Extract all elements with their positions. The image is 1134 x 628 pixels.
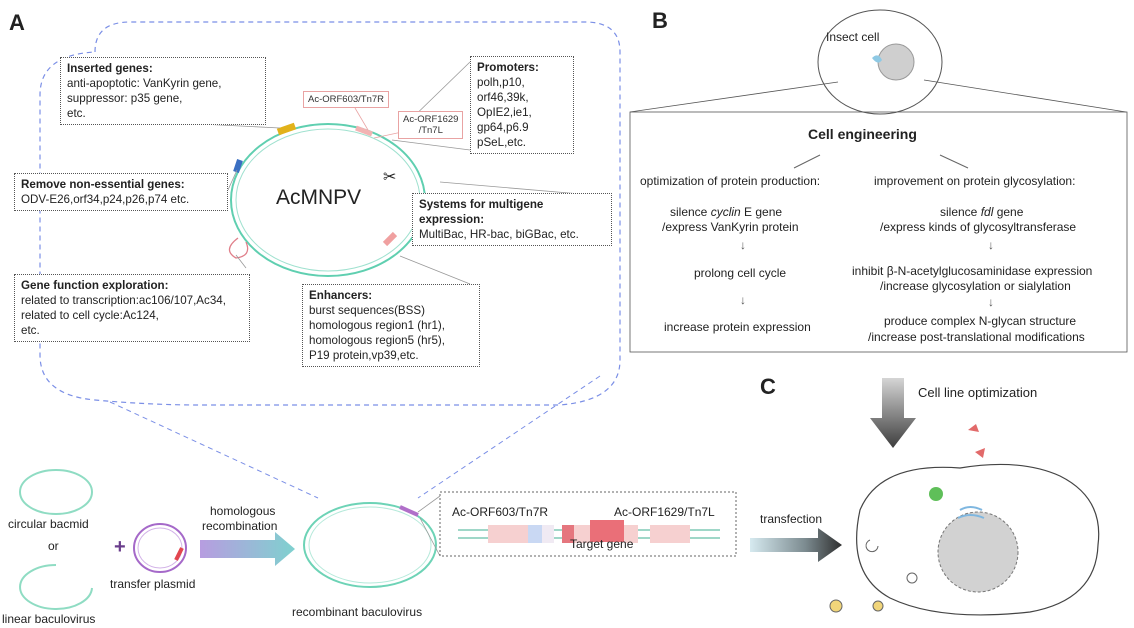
gene-function-line: related to cell cycle:Ac124, (21, 309, 159, 322)
left-step-1b: /express VanKyrin protein (662, 220, 799, 234)
promoters-line: orf46,39k, (477, 91, 529, 104)
transfer-plasmid-icon (133, 523, 187, 573)
enhancers-box: Enhancers: burst sequences(BSS) homologo… (302, 284, 480, 367)
left-arrow-2: ↓ (740, 293, 746, 307)
remove-genes-title: Remove non-essential genes: (21, 178, 185, 191)
right-step-3a: produce complex N-glycan structure (884, 314, 1077, 328)
gene-function-line: etc. (21, 324, 40, 337)
enhancers-title: Enhancers: (309, 289, 373, 302)
target-orf1629-label: Ac-ORF1629/Tn7L (614, 505, 715, 519)
multigene-line: MultiBac, HR-bac, biGBac, etc. (419, 228, 579, 241)
inserted-genes-line: anti-apoptotic: VanKyrin gene, (67, 77, 222, 90)
orf1629-line2: /Tn7L (418, 125, 443, 136)
inserted-genes-box: Inserted genes: anti-apoptotic: VanKyrin… (60, 57, 266, 125)
multigene-box: Systems for multigene expression: MultiB… (412, 193, 612, 246)
transfer-plasmid-label: transfer plasmid (110, 577, 196, 591)
target-map-box (439, 491, 737, 557)
left-step-3: increase protein expression (664, 320, 811, 334)
promoters-line: pSeL,etc. (477, 136, 526, 149)
promoters-line: OpIE2,ie1, (477, 106, 532, 119)
right-step-1a-text: silence (940, 205, 981, 219)
promoters-title: Promoters: (477, 61, 539, 74)
enhancers-line: homologous region1 (hr1), (309, 319, 445, 332)
linear-baculovirus-label: linear baculovirus (2, 612, 96, 626)
scissors-icon: ✂ (383, 167, 396, 186)
gene-function-box: Gene function exploration: related to tr… (14, 274, 250, 342)
or-label: or (48, 539, 59, 553)
panel-label-b: B (652, 8, 668, 33)
enhancers-line: P19 protein,vp39,etc. (309, 349, 419, 362)
left-arrow-1: ↓ (740, 238, 746, 252)
yellow-marker (276, 122, 297, 136)
target-gene-label: Target gene (570, 537, 634, 551)
promoters-line: gp64,p6.9 (477, 121, 529, 134)
inserted-genes-line: suppressor: p35 gene, (67, 92, 183, 105)
homologous-arrow (200, 532, 295, 566)
multigene-title: Systems for multigene (419, 198, 544, 211)
inserted-genes-title: Inserted genes: (67, 62, 153, 75)
right-step-1b: /express kinds of glycosyltransferase (880, 220, 1077, 234)
plus-sign: + (114, 536, 126, 558)
enhancers-line: burst sequences(BSS) (309, 304, 425, 317)
transfection-arrow (750, 528, 842, 562)
homologous-label-1: homologous (210, 504, 276, 518)
right-arrow-1: ↓ (988, 238, 994, 252)
dash-connector-left (109, 401, 319, 499)
right-step-1a: silence fdl gene (940, 205, 1023, 219)
cell-line-optimization-label: Cell line optimization (918, 385, 1038, 400)
multigene-title: expression: (419, 213, 485, 226)
remove-genes-box: Remove non-essential genes: ODV-E26,orf3… (14, 173, 228, 211)
recombinant-label: recombinant baculovirus (292, 605, 423, 619)
left-step-1a-gene: cyclin (710, 205, 741, 219)
pink-marker (382, 231, 398, 247)
circular-bacmid-icon (19, 469, 93, 515)
cell-engineering-box (629, 111, 1128, 353)
right-step-2a: inhibit β-N-acetylglucosaminidase expres… (852, 264, 1093, 278)
promoter-marker (355, 125, 373, 137)
inserted-genes-line: etc. (67, 107, 86, 120)
recombinant-ring-outer (303, 502, 437, 588)
engineered-cell-icon (856, 463, 1100, 616)
orf1629-line1: Ac-ORF1629 (403, 114, 459, 125)
target-orf603-label: Ac-ORF603/Tn7R (452, 505, 549, 519)
promoters-line: polh,p10, (477, 76, 525, 89)
gene-function-line: related to transcription:ac106/107,Ac34, (21, 294, 226, 307)
orf1629-label: Ac-ORF1629 /Tn7L (398, 111, 464, 139)
orf603-label: Ac-ORF603/Tn7R (303, 91, 390, 108)
cell-engineering-title: Cell engineering (808, 126, 917, 142)
insect-cell-icon (817, 9, 943, 115)
linear-baculovirus-icon (19, 564, 93, 610)
panel-label-c: C (760, 374, 776, 399)
insect-cell-label: Insect cell (826, 30, 880, 44)
left-step-2: prolong cell cycle (694, 266, 787, 280)
right-arrow-2: ↓ (988, 295, 994, 309)
promoters-box: Promoters: polh,p10, orf46,39k, OpIE2,ie… (470, 56, 574, 154)
right-step-1a-gene: fdl (980, 205, 994, 219)
excised-loop (228, 237, 249, 259)
right-step-2b: /increase glycosylation or sialylation (880, 279, 1071, 293)
dash-connector-right (417, 375, 601, 499)
left-heading: optimization of protein production: (640, 174, 821, 188)
transfection-label: transfection (760, 512, 823, 526)
panel-a-dashed-outline (39, 21, 621, 406)
right-heading: improvement on protein glycosylation: (874, 174, 1076, 188)
right-step-3b: /increase post-translational modificatio… (868, 330, 1085, 344)
left-step-1a: silence cyclin E gene (670, 205, 782, 219)
left-step-1a-text: silence (670, 205, 711, 219)
panel-label-a: A (9, 10, 25, 35)
left-step-1a-tail: E gene (740, 205, 783, 219)
cell-line-arrow (870, 378, 916, 448)
enhancers-line: homologous region5 (hr5), (309, 334, 445, 347)
gene-function-title: Gene function exploration: (21, 279, 169, 292)
circular-bacmid-label: circular bacmid (8, 517, 89, 531)
right-step-1a-tail: gene (993, 205, 1024, 219)
homologous-label-2: recombination (202, 519, 278, 533)
plasmid-name: AcMNPV (276, 186, 362, 209)
remove-genes-line: ODV-E26,orf34,p24,p26,p74 etc. (21, 193, 190, 206)
